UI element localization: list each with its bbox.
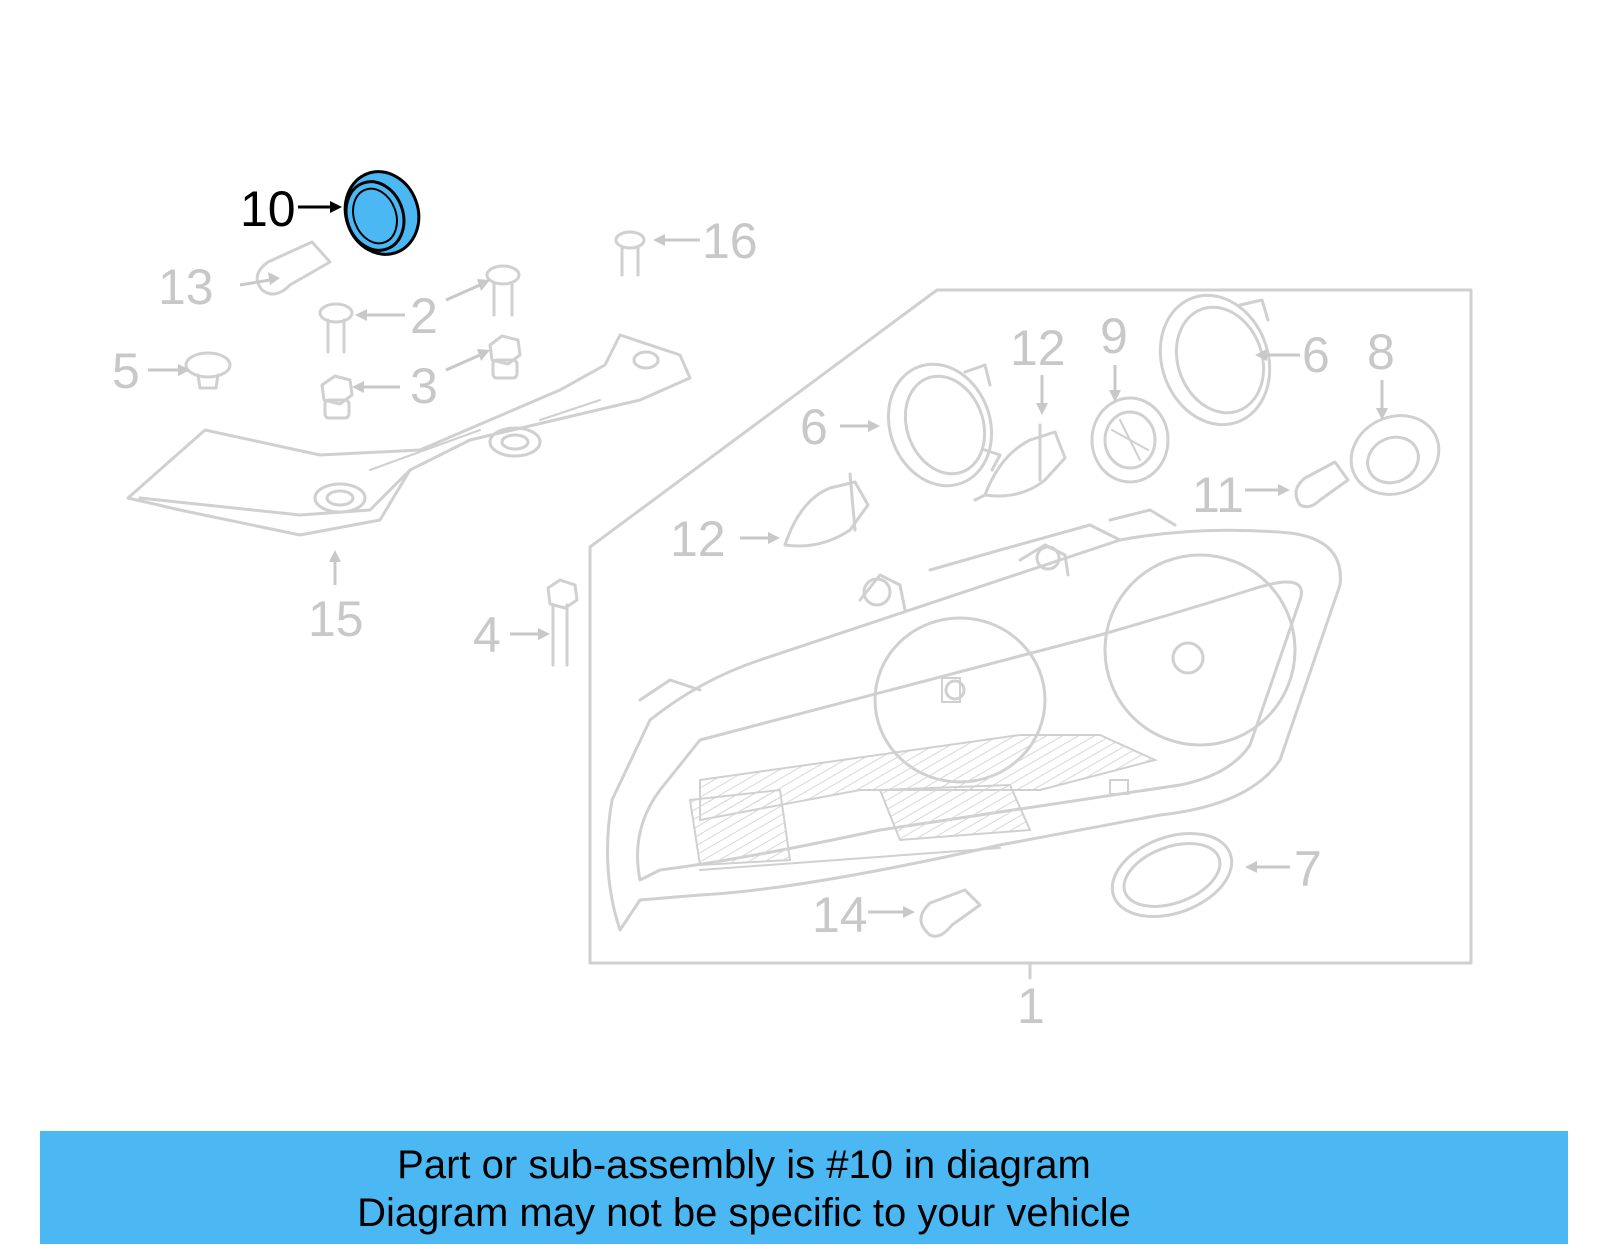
- part-3-nut-upper: [488, 334, 522, 380]
- callout-5: 5: [112, 343, 140, 399]
- part-12-bulb-upper: [973, 423, 1067, 502]
- callout-16: 16: [702, 213, 758, 269]
- part-13-bulb: [255, 240, 332, 296]
- part-10-grommet-highlighted: [343, 170, 421, 256]
- part-7-seal: [1110, 831, 1234, 919]
- callout-15: 15: [308, 591, 364, 647]
- part-14-bulb: [919, 888, 982, 938]
- callout-12-lower: 12: [670, 511, 726, 567]
- callout-2: 2: [410, 288, 438, 344]
- callout-10: 10: [240, 181, 296, 237]
- headlamp-housing: [606, 508, 1342, 932]
- banner-line-1: Part or sub-assembly is #10 in diagram: [397, 1143, 1091, 1187]
- part-11-bulb: [1294, 460, 1350, 509]
- info-banner: Part or sub-assembly is #10 in diagram D…: [40, 1131, 1568, 1244]
- part-6-cap-right: [1158, 293, 1272, 427]
- callout-6-right: 6: [1302, 327, 1330, 383]
- part-5-clip: [184, 351, 232, 390]
- callout-6-left: 6: [800, 399, 828, 455]
- part-4-bolt: [546, 578, 579, 667]
- callout-3: 3: [410, 358, 438, 414]
- callout-13: 13: [158, 259, 214, 315]
- leader-arrows: [148, 201, 1388, 918]
- callout-7: 7: [1294, 841, 1322, 897]
- part-12-bulb-lower: [783, 472, 870, 548]
- headlamp-assembly-frame: [588, 288, 1473, 980]
- part-2-bolt-lower: [318, 302, 354, 354]
- part-2-bolt-upper: [485, 264, 521, 317]
- part-6-cap-left: [886, 362, 1002, 488]
- part-3-nut-lower: [320, 374, 354, 420]
- callout-1: 1: [1017, 978, 1045, 1034]
- callout-9: 9: [1100, 308, 1128, 364]
- callout-11: 11: [1192, 467, 1244, 523]
- part-8-socket: [1349, 414, 1441, 496]
- banner-line-2: Diagram may not be specific to your vehi…: [357, 1191, 1131, 1235]
- part-15-bracket: [126, 333, 692, 537]
- part-9-socket: [1090, 396, 1170, 484]
- part-16-screw: [614, 230, 646, 277]
- callout-4: 4: [473, 607, 501, 663]
- callout-8: 8: [1367, 324, 1395, 380]
- callout-12-upper: 12: [1010, 320, 1066, 376]
- callout-14: 14: [812, 887, 868, 943]
